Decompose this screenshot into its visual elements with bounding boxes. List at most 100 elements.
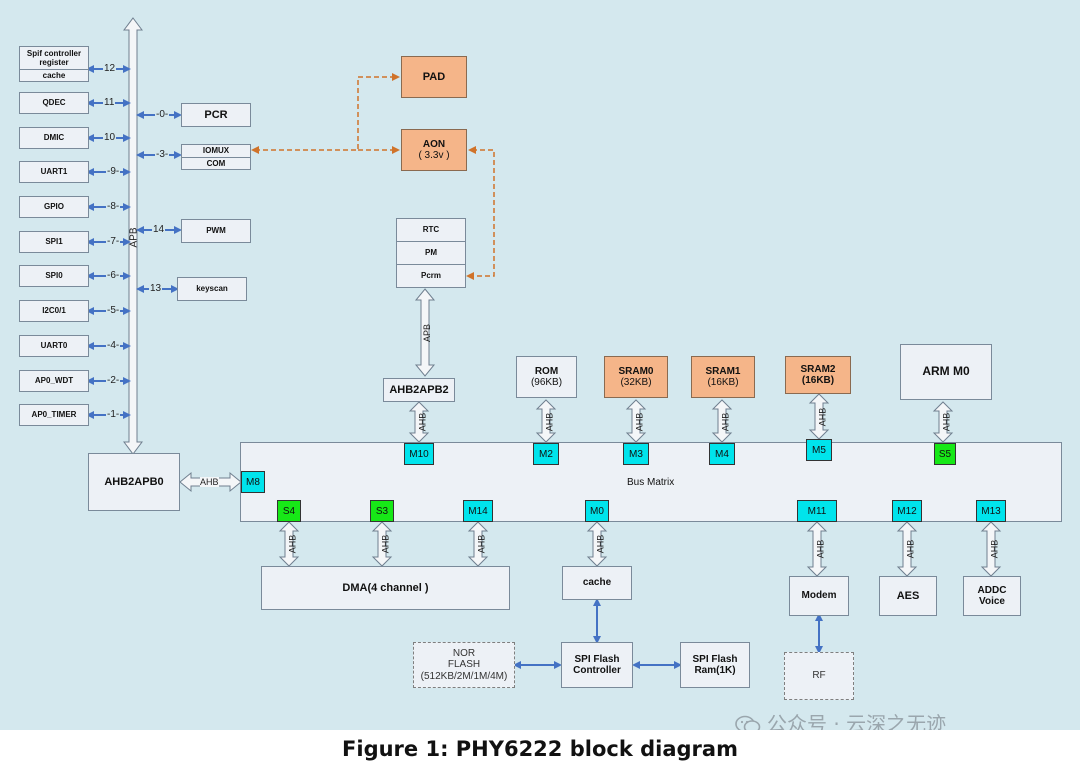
apb-index-7: -7- bbox=[106, 236, 121, 248]
port-s3: S3 bbox=[370, 500, 394, 522]
rom-size: (96KB) bbox=[530, 377, 563, 388]
pcr-block: PCR bbox=[181, 103, 251, 127]
apb-index-8: -8- bbox=[106, 201, 121, 213]
port-m8: M8 bbox=[241, 471, 265, 493]
apb-bus-label: APB bbox=[128, 227, 140, 248]
apb-index-9: -9- bbox=[106, 166, 121, 178]
port-m3: M3 bbox=[623, 443, 649, 465]
port-m10: M10 bbox=[404, 443, 434, 465]
watermark-label: 公众号 · 云深之无迹 bbox=[767, 712, 947, 730]
ahb-label-s3: AHB bbox=[380, 534, 391, 554]
ahb-label-m10: AHB bbox=[417, 412, 428, 432]
spi-flash-ram-block: SPI Flash Ram(1K) bbox=[680, 642, 750, 688]
modem-block: Modem bbox=[789, 576, 849, 616]
rtc-label: RTC bbox=[397, 219, 465, 242]
ahb-label-s4: AHB bbox=[287, 534, 298, 554]
apb-index-5: -5- bbox=[106, 305, 121, 317]
apb-index-14: 14 bbox=[152, 224, 166, 236]
spif-line-2: register bbox=[39, 58, 69, 67]
ahb-label-m14: AHB bbox=[476, 534, 487, 554]
sram0-name: SRAM0 bbox=[618, 365, 654, 377]
figure-caption: Figure 1: PHY6222 block diagram bbox=[342, 737, 738, 761]
pm-label: PM bbox=[397, 242, 465, 265]
rom-name: ROM bbox=[534, 365, 559, 377]
rtc-pm-pcrm-block: RTC PM Pcrm bbox=[396, 218, 466, 288]
port-s4: S4 bbox=[277, 500, 301, 522]
arm-m0-block: ARM M0 bbox=[900, 344, 992, 400]
ahb-label-m3: AHB bbox=[634, 412, 645, 432]
qdec-block: QDEC bbox=[19, 92, 89, 114]
ahb-label-m13: AHB bbox=[989, 539, 1000, 559]
aes-block: AES bbox=[879, 576, 937, 616]
spi1-block: SPI1 bbox=[19, 231, 89, 253]
port-m2: M2 bbox=[533, 443, 559, 465]
ahb-label-m5: AHB bbox=[817, 407, 828, 427]
spi-ctrl-line-2: Controller bbox=[573, 665, 621, 676]
spif-line-1: Spif controller bbox=[26, 48, 82, 58]
pcrm-label: Pcrm bbox=[420, 271, 441, 281]
ahb-label-m12: AHB bbox=[905, 539, 916, 559]
ahb2apb0-ahb-label: AHB bbox=[200, 477, 219, 487]
keyscan-block: keyscan bbox=[177, 277, 247, 301]
sram2-block: SRAM2 (16KB) bbox=[785, 356, 851, 394]
addc-line-1: ADDC bbox=[977, 584, 1007, 596]
addc-line-2: Voice bbox=[979, 596, 1005, 607]
port-m11: M11 bbox=[797, 500, 837, 522]
aon-apb-label: APB bbox=[422, 324, 432, 342]
apb-index-3: -3- bbox=[155, 149, 170, 161]
port-m5: M5 bbox=[806, 439, 832, 461]
spi-ram-line-1: SPI Flash bbox=[692, 653, 738, 665]
sram1-name: SRAM1 bbox=[705, 365, 741, 377]
ahb-label-m0: AHB bbox=[595, 534, 606, 554]
apb-index-4: -4- bbox=[106, 340, 121, 352]
iomux-com-block: IOMUX COM bbox=[181, 144, 251, 170]
port-m13: M13 bbox=[976, 500, 1006, 522]
aon-title: AON bbox=[422, 138, 446, 150]
spi-ram-line-2: Ram(1K) bbox=[694, 665, 736, 676]
pwm-block: PWM bbox=[181, 219, 251, 243]
dma-block: DMA(4 channel ) bbox=[261, 566, 510, 610]
aon-block: AON ( 3.3v ) bbox=[401, 129, 467, 171]
ahb-label-m4: AHB bbox=[720, 412, 731, 432]
spi-flash-controller-block: SPI Flash Controller bbox=[561, 642, 633, 688]
sram1-block: SRAM1 (16KB) bbox=[691, 356, 755, 398]
cache-block: cache bbox=[562, 566, 632, 600]
port-m12: M12 bbox=[892, 500, 922, 522]
apb-index-12: 12 bbox=[103, 63, 117, 75]
apb-index-1: -1- bbox=[106, 409, 121, 421]
nor-line-3: (512KB/2M/1M/4M) bbox=[420, 670, 508, 682]
gpio-block: GPIO bbox=[19, 196, 89, 218]
rom-block: ROM (96KB) bbox=[516, 356, 577, 398]
ahb-label-s5: AHB bbox=[941, 412, 952, 432]
apb-index-11: 11 bbox=[103, 97, 116, 109]
nor-line-2: FLASH bbox=[447, 659, 481, 671]
ahb2apb2-block: AHB2APB2 bbox=[383, 378, 455, 402]
rf-block: RF bbox=[784, 652, 854, 700]
spif-line-3: cache bbox=[42, 70, 66, 80]
spi0-block: SPI0 bbox=[19, 265, 89, 287]
wechat-icon bbox=[735, 715, 761, 730]
caption-area: Figure 1: PHY6222 block diagram bbox=[0, 730, 1080, 768]
apb-index-10: 10 bbox=[103, 132, 117, 144]
sram0-size: (32KB) bbox=[620, 377, 652, 388]
nor-flash-block: NOR FLASH (512KB/2M/1M/4M) bbox=[413, 642, 515, 688]
apb-index-0: -0- bbox=[155, 109, 170, 121]
ap0-timer-block: AP0_TIMER bbox=[19, 404, 89, 426]
sram1-size: (16KB) bbox=[707, 377, 739, 388]
spif-controller-block: Spif controller register cache bbox=[19, 46, 89, 82]
watermark-text: 公众号 · 云深之无迹 bbox=[735, 708, 946, 730]
apb-index-13: 13 bbox=[149, 283, 163, 295]
dmic-block: DMIC bbox=[19, 127, 89, 149]
sram2-size: (16KB) bbox=[801, 375, 835, 386]
spi-ctrl-line-1: SPI Flash bbox=[574, 653, 620, 665]
sram0-block: SRAM0 (32KB) bbox=[604, 356, 668, 398]
port-m14: M14 bbox=[463, 500, 493, 522]
port-s5: S5 bbox=[934, 443, 956, 465]
ap0-wdt-block: AP0_WDT bbox=[19, 370, 89, 392]
com-label: COM bbox=[206, 158, 226, 168]
sram2-name: SRAM2 bbox=[800, 363, 836, 375]
addc-voice-block: ADDC Voice bbox=[963, 576, 1021, 616]
pad-block: PAD bbox=[401, 56, 467, 98]
uart0-block: UART0 bbox=[19, 335, 89, 357]
iomux-label: IOMUX bbox=[182, 145, 250, 158]
